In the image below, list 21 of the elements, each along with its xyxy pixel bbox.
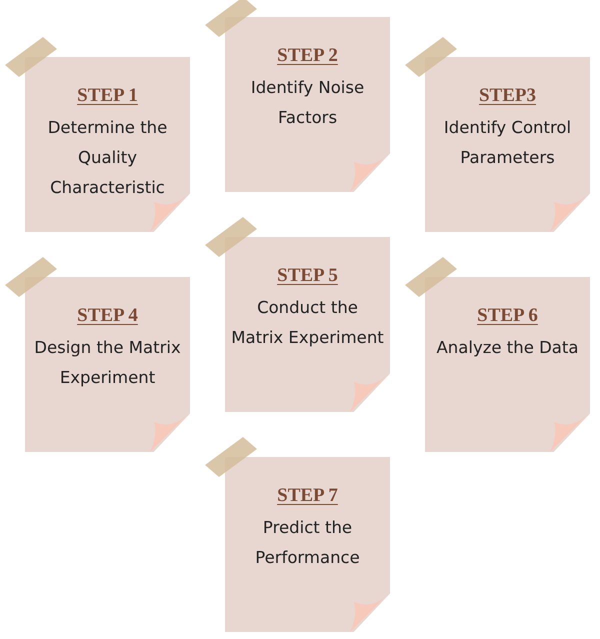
step-description: Predict the Performance [254,517,361,569]
sticky-note [225,237,390,412]
step-heading: STEP3 [478,85,536,107]
sticky-note [425,277,590,452]
step-heading: STEP 2 [277,45,338,67]
sticky-note [225,17,390,192]
sticky-note [225,457,390,632]
step-description: Identify Control Parameters [442,117,572,169]
step-description: Design the Matrix Experiment [33,337,182,389]
step-heading: STEP 5 [277,265,338,287]
step-description: Analyze the Data [436,337,580,359]
step-heading: STEP 6 [477,305,538,327]
step-description: Determine the Quality Characteristic [46,117,168,199]
step-heading: STEP 1 [77,85,138,107]
sticky-note [25,57,190,232]
sticky-note [25,277,190,452]
step-heading: STEP 7 [277,485,338,507]
sticky-note [425,57,590,232]
step-heading: STEP 4 [77,305,138,327]
step-description: Identify Noise Factors [250,77,366,129]
step-description: Conduct the Matrix Experiment [231,297,384,349]
